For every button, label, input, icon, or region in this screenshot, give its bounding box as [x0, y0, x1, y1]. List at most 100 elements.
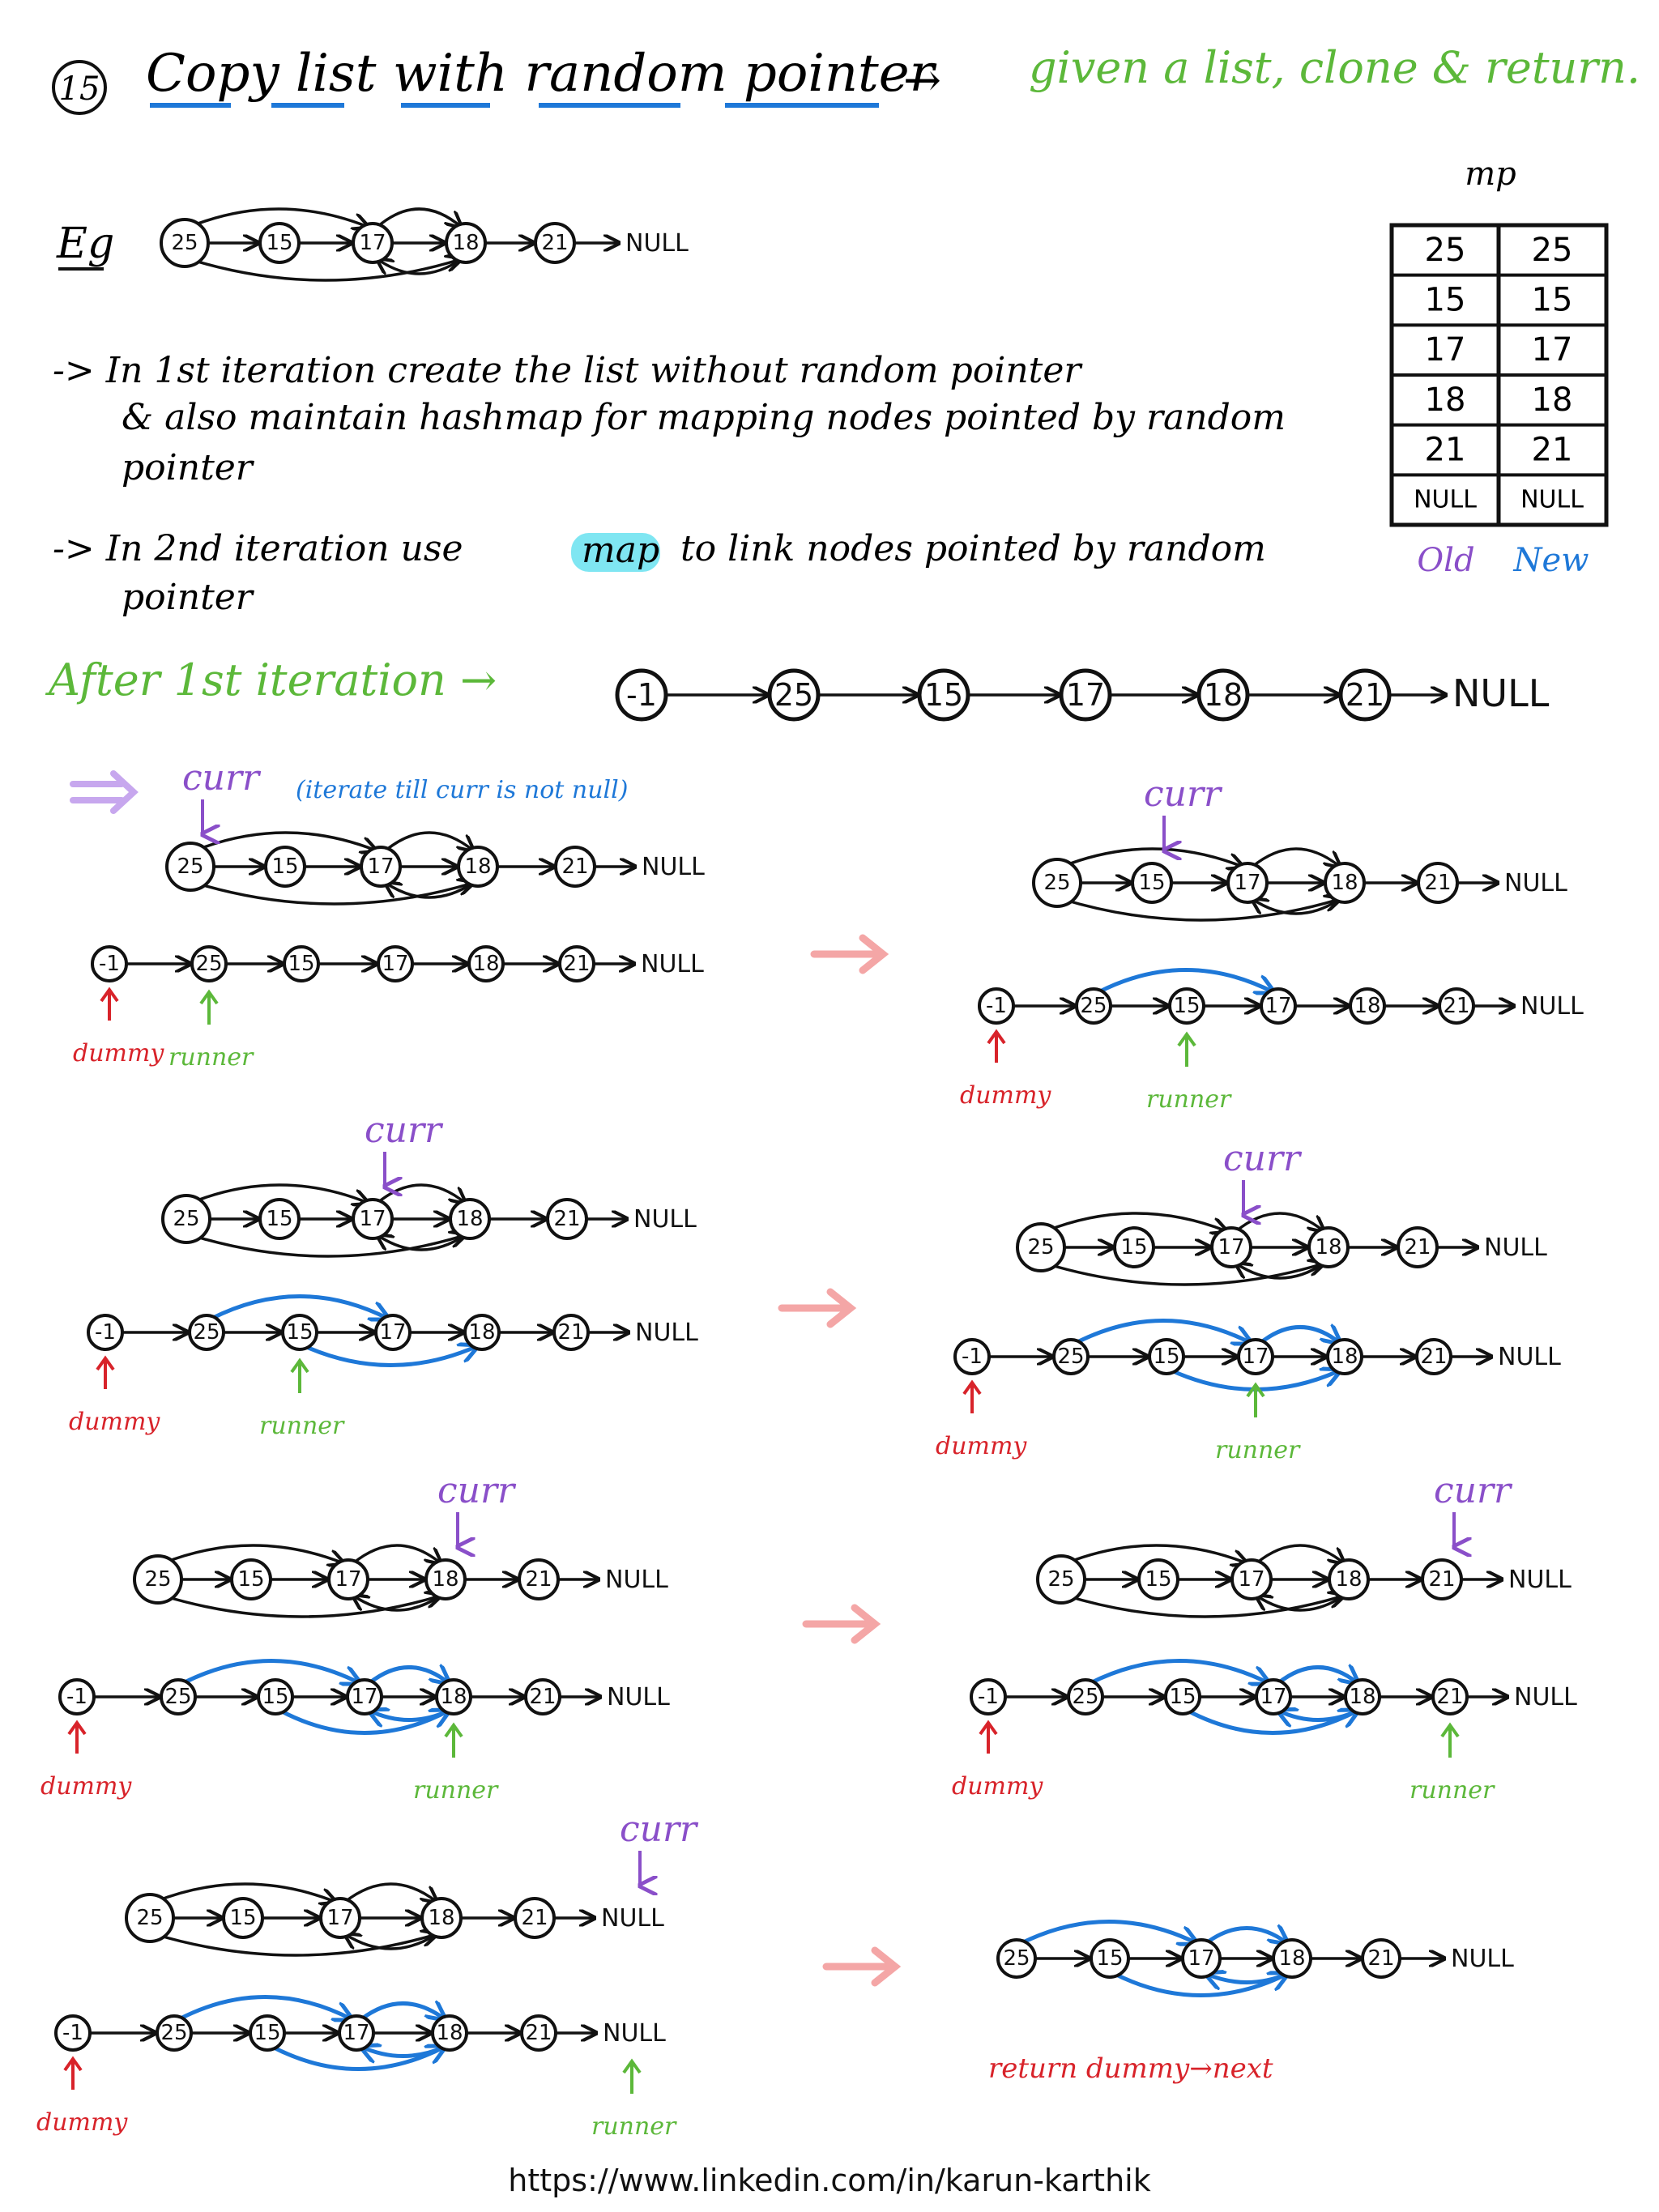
list-node: 25 — [1067, 1678, 1104, 1715]
null-label: NULL — [1508, 1566, 1572, 1594]
svg-text:-1: -1 — [986, 994, 1007, 1018]
example-label: Eg — [56, 219, 114, 268]
list-node: 17 — [1059, 668, 1112, 722]
dummy-pointer-arrow — [987, 1029, 1006, 1045]
random-pointer — [189, 207, 368, 227]
null-label: NULL — [603, 2019, 666, 2048]
list-node: 17 — [319, 1897, 361, 1939]
hashmap-value: 15 — [1532, 282, 1573, 319]
null-label: NULL — [633, 1205, 697, 1234]
svg-text:15: 15 — [1153, 1345, 1179, 1369]
null-label: NULL — [1504, 869, 1567, 897]
svg-text:17: 17 — [382, 952, 408, 976]
svg-text:15: 15 — [288, 952, 314, 976]
random-pointer — [1065, 1596, 1344, 1618]
svg-text:21: 21 — [529, 1685, 556, 1709]
svg-text:-1: -1 — [95, 1320, 116, 1345]
svg-text:17: 17 — [351, 1685, 377, 1709]
page-title: Copy list with random pointer — [146, 44, 937, 104]
svg-text:17: 17 — [1242, 1345, 1269, 1369]
svg-text:21: 21 — [1424, 871, 1451, 895]
svg-text:18: 18 — [1331, 871, 1358, 895]
iterate-note: (iterate till curr is not null) — [296, 776, 628, 804]
iteration-note: (iterate till curr is not null) — [70, 770, 628, 814]
svg-text:17: 17 — [1066, 677, 1105, 713]
svg-text:-1: -1 — [62, 2021, 83, 2045]
list-node: 21 — [1338, 668, 1392, 722]
list-node: 18 — [449, 1198, 491, 1240]
runner-label: runner — [168, 1043, 254, 1072]
random-pointer — [1061, 899, 1340, 922]
svg-text:15: 15 — [286, 1320, 313, 1345]
list-node: 21 — [520, 2014, 557, 2052]
svg-text:-1: -1 — [66, 1685, 87, 1709]
list-node: 18 — [445, 222, 487, 264]
list-node: -1 — [970, 1678, 1007, 1715]
title-block: 15 Copy list with random pointer → given… — [52, 42, 1640, 115]
list-node: -1 — [615, 668, 668, 722]
dummy-pointer-arrow — [979, 1720, 998, 1736]
runner-label: runner — [259, 1412, 345, 1440]
list-node: 15 — [257, 1678, 294, 1715]
list-node: 21 — [514, 1897, 556, 1939]
svg-text:18: 18 — [472, 952, 499, 976]
random-pointer — [1065, 1544, 1247, 1563]
svg-text:18: 18 — [1335, 1567, 1362, 1592]
runner-label: runner — [1410, 1776, 1495, 1805]
null-label: NULL — [1484, 1234, 1547, 1262]
dummy-label: dummy — [73, 1039, 164, 1068]
svg-text:25: 25 — [1027, 1235, 1054, 1259]
list-node: 15 — [230, 1558, 272, 1600]
hashmap-value: 21 — [1532, 432, 1573, 469]
list-node: 17 — [1255, 1678, 1292, 1715]
runner-pointer-arrow — [444, 1722, 463, 1738]
dummy-pointer-arrow — [96, 1355, 115, 1371]
list-node: 25 — [161, 1194, 211, 1244]
cloned-random-pointer — [1074, 1319, 1251, 1344]
svg-text:21: 21 — [1428, 1567, 1455, 1592]
dummy-label: dummy — [36, 2108, 128, 2137]
random-pointer — [190, 1183, 368, 1203]
random-pointer — [162, 1544, 343, 1563]
list-node: 18 — [1272, 1938, 1312, 1979]
cloned-random-pointer — [181, 1659, 360, 1684]
null-label: NULL — [635, 1319, 698, 1347]
footer-link[interactable]: https://www.linkedin.com/in/karun-karthi… — [508, 2163, 1150, 2198]
svg-text:25: 25 — [171, 231, 198, 255]
note-iteration-2-suffix: to link nodes pointed by random — [680, 528, 1266, 569]
list-node: 25 — [1036, 1554, 1086, 1605]
random-pointer — [154, 1934, 437, 1957]
svg-text:25: 25 — [164, 1685, 191, 1709]
random-pointer — [1061, 847, 1243, 867]
list-node: 18 — [463, 1314, 501, 1351]
list-node: 21 — [1361, 1938, 1401, 1979]
list-node: 15 — [1148, 1338, 1185, 1375]
list-node: 15 — [264, 846, 306, 888]
svg-text:18: 18 — [1278, 1946, 1305, 1971]
random-pointer — [189, 259, 461, 282]
dummy-label: dummy — [960, 1081, 1051, 1110]
cloned-random-pointer — [360, 2004, 445, 2020]
svg-text:25: 25 — [774, 677, 813, 713]
list-node: 25 — [165, 842, 215, 892]
list-node: 15 — [281, 1314, 318, 1351]
list-node: 17 — [374, 1314, 412, 1351]
curr-label: curr — [620, 1809, 699, 1850]
svg-text:15: 15 — [237, 1567, 264, 1592]
next-step-arrow — [822, 1946, 902, 1987]
random-pointer — [384, 831, 473, 850]
runner-pointer-arrow — [622, 2058, 642, 2074]
random-pointer — [190, 1235, 465, 1258]
list-node: 18 — [424, 1558, 467, 1600]
list-node: 25 — [1016, 1222, 1066, 1272]
list-node: -1 — [87, 1314, 124, 1351]
list-node: 18 — [420, 1897, 463, 1939]
svg-text:17: 17 — [343, 2021, 369, 2045]
cloned-random-pointer — [271, 2047, 445, 2071]
random-pointer — [343, 1882, 437, 1902]
